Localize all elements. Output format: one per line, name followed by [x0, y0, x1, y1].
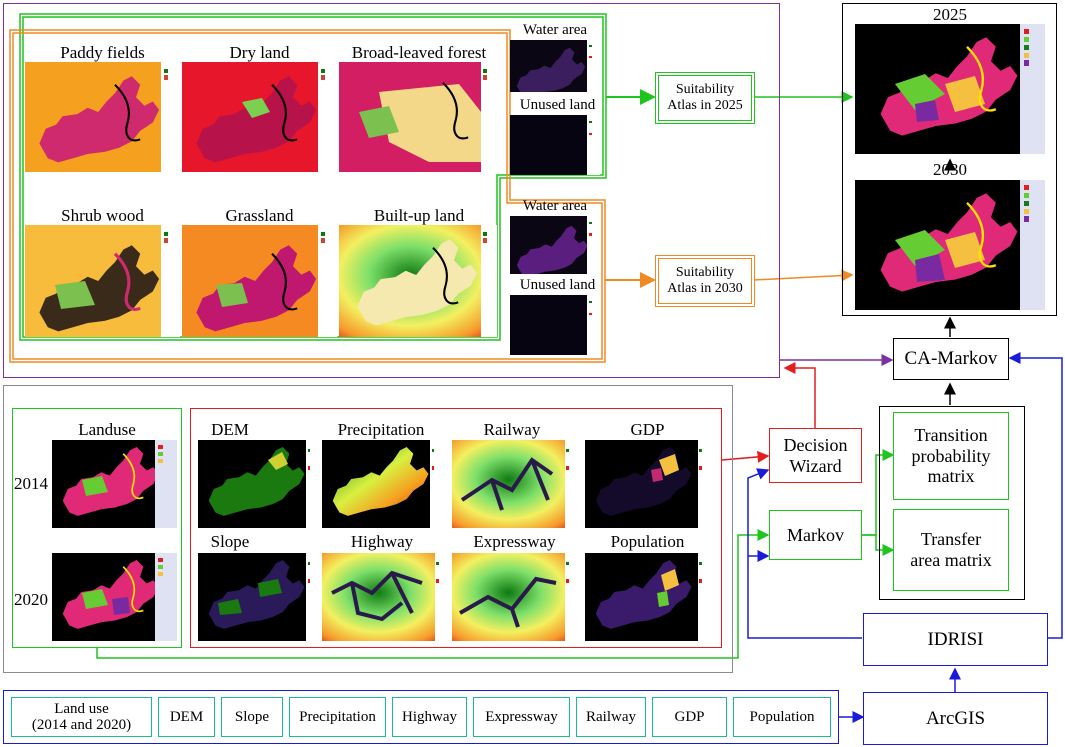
input-slope: Slope — [221, 697, 283, 737]
factor-label-highway: Highway — [350, 532, 414, 551]
input-population-label: Population — [749, 708, 815, 725]
factor-slope-map — [198, 553, 318, 641]
input-gdp: GDP — [652, 697, 727, 737]
landuse-2020-map — [52, 553, 177, 641]
transition-matrix-label: Transition probability matrix — [911, 424, 991, 487]
factor-population-map — [585, 553, 710, 641]
factor-gdp-map — [585, 440, 710, 528]
factor-label-railway: Railway — [483, 420, 541, 439]
transition-matrix-node: Transition probability matrix — [893, 412, 1009, 500]
factor-label-gdp: GDP — [630, 420, 665, 439]
input-precipitation-label: Precipitation — [299, 708, 376, 725]
ca-markov-node: CA-Markov — [893, 338, 1009, 380]
map-unused-2030 — [510, 295, 600, 355]
result-2030-map — [855, 180, 1045, 310]
results-panel — [842, 3, 1057, 316]
ca-markov-label: CA-Markov — [904, 348, 998, 370]
map-label-forest: Broad-leaved forest — [351, 43, 487, 62]
atlas-2025-label: Suitability Atlas in 2025 — [667, 81, 743, 113]
landuse-2014-map — [52, 440, 177, 528]
map-grassland — [182, 225, 337, 337]
map-water-2025 — [510, 40, 600, 92]
label-water-area-2025: Water area — [522, 22, 588, 38]
factor-highway-map — [322, 553, 447, 641]
factor-label-expressway: Expressway — [473, 532, 556, 551]
input-landuse: Land use (2014 and 2020) — [11, 697, 152, 737]
year-2014: 2014 — [14, 474, 48, 493]
factor-expressway-map — [452, 553, 577, 641]
map-label-grassland: Grassland — [225, 206, 294, 225]
landuse-title: Landuse — [78, 420, 136, 439]
decision-wizard-label: Decision Wizard — [783, 434, 848, 476]
label-unused-land-2030: Unused land — [519, 277, 596, 293]
input-slope-label: Slope — [234, 708, 270, 725]
factor-label-slope: Slope — [210, 532, 250, 551]
factor-label-dem: DEM — [211, 420, 249, 439]
factor-label-precipitation: Precipitation — [337, 420, 425, 439]
input-landuse-label: Land use (2014 and 2020) — [31, 700, 132, 734]
map-shrub — [25, 225, 180, 337]
decision-wizard-node: Decision Wizard — [769, 428, 862, 483]
map-label-shrub: Shrub wood — [61, 206, 144, 225]
factor-railway-map — [452, 440, 577, 528]
transfer-matrix-node: Transfer area matrix — [893, 509, 1009, 591]
factor-dem-map — [198, 440, 318, 528]
label-unused-land-2025: Unused land — [519, 97, 596, 113]
transfer-matrix-label: Transfer area matrix — [910, 529, 992, 570]
atlas-2030-box: Suitability Atlas in 2030 — [655, 255, 755, 307]
label-water-area-2030: Water area — [522, 198, 588, 214]
map-label-builtup: Built-up land — [373, 206, 465, 225]
input-dem: DEM — [158, 697, 215, 737]
input-precipitation: Precipitation — [289, 697, 386, 737]
input-gdp-label: GDP — [674, 708, 705, 725]
map-paddy — [25, 62, 180, 172]
atlas-2030-label: Suitability Atlas in 2030 — [667, 264, 743, 296]
data-panel — [3, 385, 733, 673]
map-label-paddy: Paddy fields — [60, 43, 145, 62]
factors-panel — [190, 408, 722, 648]
input-expressway: Expressway — [473, 697, 570, 737]
input-highway-label: Highway — [402, 708, 457, 725]
inputs-bar — [3, 690, 839, 744]
map-dryland — [182, 62, 337, 172]
input-railway-label: Railway — [586, 708, 636, 725]
markov-node: Markov — [769, 510, 862, 560]
input-dem-label: DEM — [169, 708, 204, 725]
input-highway: Highway — [392, 697, 467, 737]
input-railway: Railway — [576, 697, 646, 737]
map-unused-2025 — [510, 115, 600, 175]
landuse-panel — [12, 408, 182, 648]
map-builtup — [339, 225, 497, 337]
arcgis-node: ArcGIS — [863, 692, 1048, 745]
result-2030-label: 2030 — [933, 160, 967, 179]
idrisi-node: IDRISI — [863, 613, 1048, 666]
input-expressway-label: Expressway — [485, 708, 558, 725]
markov-label: Markov — [787, 524, 844, 545]
map-water-2030 — [510, 216, 600, 274]
idrisi-label: IDRISI — [927, 628, 984, 650]
arcgis-label: ArcGIS — [925, 707, 986, 729]
factor-precipitation-map — [322, 440, 442, 528]
matrices-panel — [879, 406, 1025, 600]
map-forest — [339, 62, 497, 172]
year-2020: 2020 — [14, 590, 48, 609]
result-2025-map — [855, 24, 1045, 154]
result-2025-label: 2025 — [933, 5, 967, 24]
atlas-2025-box: Suitability Atlas in 2025 — [655, 72, 755, 124]
map-label-dryland: Dry land — [229, 43, 290, 62]
input-population: Population — [733, 697, 831, 737]
factor-label-population: Population — [610, 532, 685, 551]
suitability-panel — [3, 3, 780, 378]
